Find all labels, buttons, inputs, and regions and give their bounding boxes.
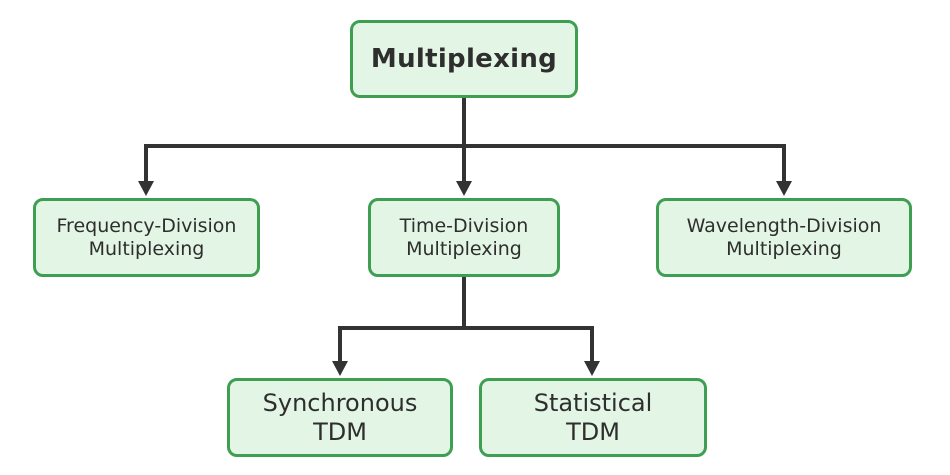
arrowhead-sync-tdm-icon <box>332 361 348 376</box>
connector-tdm-to-level2 <box>332 276 600 376</box>
node-multiplexing: Multiplexing <box>350 20 578 98</box>
node-wdm-label-line1: Wavelength-Division <box>686 215 882 238</box>
connector-root-to-level1 <box>138 95 792 196</box>
node-statistical-tdm: Statistical TDM <box>479 378 707 457</box>
node-tdm-label-line1: Time-Division <box>399 215 529 238</box>
node-fdm-label-line1: Frequency-Division <box>56 215 237 238</box>
arrowhead-stat-tdm-icon <box>584 361 600 376</box>
node-wdm-label-line2: Multiplexing <box>726 237 842 260</box>
arrowhead-fdm-icon <box>138 181 154 196</box>
node-wavelength-division-multiplexing: Wavelength-Division Multiplexing <box>656 198 912 277</box>
connector-trunk-tdm <box>338 276 594 364</box>
arrowhead-tdm-icon <box>456 181 472 196</box>
arrowhead-wdm-icon <box>776 181 792 196</box>
node-sync-tdm-label-line1: Synchronous <box>262 389 418 418</box>
node-multiplexing-label: Multiplexing <box>370 43 558 74</box>
node-synchronous-tdm: Synchronous TDM <box>227 378 453 457</box>
node-fdm-label-line2: Multiplexing <box>88 237 205 260</box>
node-frequency-division-multiplexing: Frequency-Division Multiplexing <box>33 198 260 277</box>
node-time-division-multiplexing: Time-Division Multiplexing <box>368 198 560 277</box>
connector-trunk-root <box>144 95 786 184</box>
node-stat-tdm-label-line2: TDM <box>566 417 620 446</box>
node-stat-tdm-label-line1: Statistical <box>533 389 653 418</box>
node-tdm-label-line2: Multiplexing <box>406 237 522 260</box>
node-sync-tdm-label-line2: TDM <box>313 417 367 446</box>
